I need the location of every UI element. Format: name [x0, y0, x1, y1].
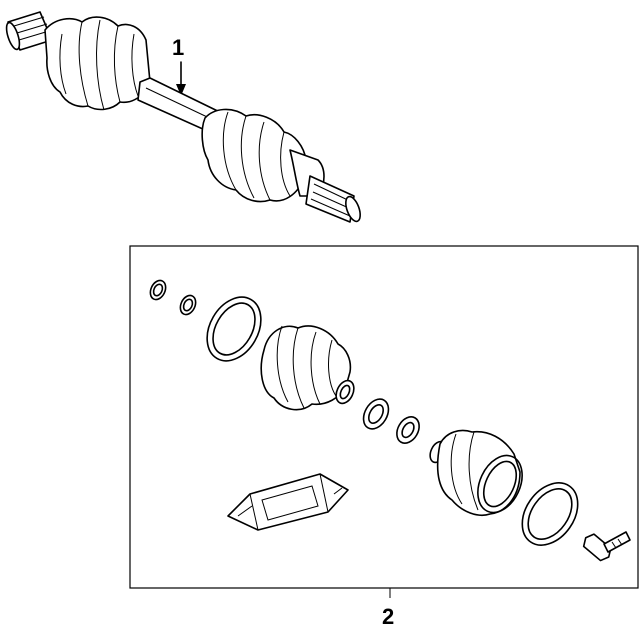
inner-boot [260, 325, 355, 411]
inner-cv-boot [44, 16, 151, 111]
boot-clamp-ring-2 [396, 416, 420, 444]
grease-packet [227, 473, 349, 531]
outer-boot [429, 429, 523, 516]
outer-spline-stub [305, 175, 361, 223]
small-clamp-ring [149, 279, 167, 301]
callout-2-label: 2 [382, 604, 394, 628]
large-clamp-band [206, 296, 262, 362]
callout-1-arrow [176, 61, 186, 96]
axle-bolt [582, 531, 631, 562]
outer-cv-boot [201, 108, 307, 203]
boot-kit-frame [129, 245, 639, 589]
boot-clamp-ring [362, 398, 390, 430]
axle-shaft-assembly [5, 11, 361, 223]
small-clamp-ring-2 [179, 294, 197, 316]
callout-1-label: 1 [172, 35, 184, 60]
large-clamp-band-2 [521, 482, 579, 546]
